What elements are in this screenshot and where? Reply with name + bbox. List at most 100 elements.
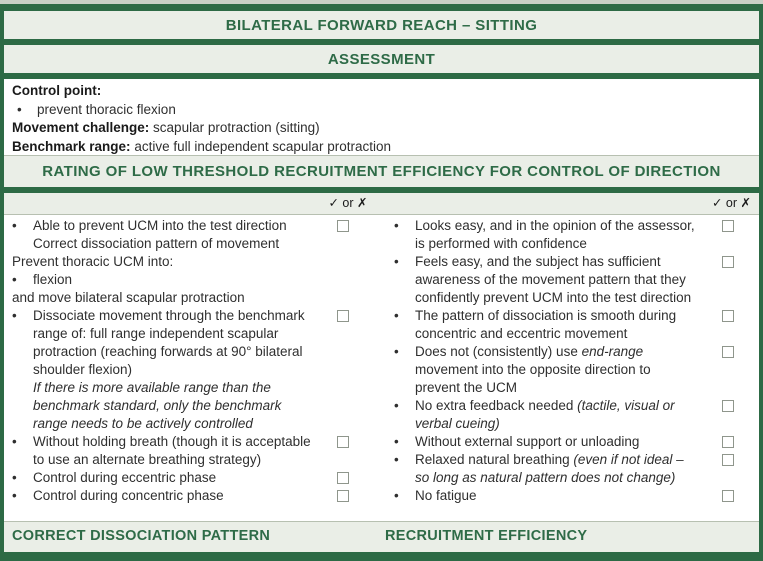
checkbox-column [314,487,372,502]
page-title: BILATERAL FORWARD REACH – SITTING [225,16,538,34]
checklist-item: •Control during concentric phase [12,487,372,505]
checkbox[interactable] [722,220,734,232]
checkbox[interactable] [722,454,734,466]
control-point-item-text: prevent thoracic flexion [37,101,176,117]
rule-line [4,214,759,215]
checklist-item: •Feels easy, and the subject has suffici… [394,253,759,307]
checklist-item-text: •Does not (consistently) use end-range m… [394,344,651,395]
checklist-item: •Without external support or unloading [394,433,759,451]
control-point-item: • prevent thoracic flexion [12,101,751,120]
checkbox[interactable] [722,400,734,412]
divider-bar [4,39,759,45]
checkbox-column [697,451,759,466]
checklist-item: •Relaxed natural breathing (even if not … [394,451,759,487]
checkbox[interactable] [337,472,349,484]
checklist-item: •Able to prevent UCM into the test direc… [12,217,372,235]
footer-band: CORRECT DISSOCIATION PATTERN RECRUITMENT… [4,522,759,552]
checkbox-column [314,217,372,232]
bullet-icon: • [12,470,17,485]
rule-line [4,155,759,156]
checkbox-column [697,397,759,412]
bullet-icon: • [394,488,399,503]
checklist-item: If there is more available range than th… [12,379,372,433]
bullet-icon: • [394,452,399,467]
checkbox-column [314,379,372,382]
bullet-icon: • [12,488,17,503]
checkbox-column [314,307,372,322]
rating-header-band: RATING OF LOW THRESHOLD RECRUITMENT EFFI… [4,156,759,187]
checklist-item: •Does not (consistently) use end-range m… [394,343,759,397]
checkbox-column [697,307,759,322]
checkbox[interactable] [722,346,734,358]
movement-challenge-value: scapular protraction (sitting) [153,120,320,135]
checkbox[interactable] [722,490,734,502]
checklist-item-text: •Relaxed natural breathing (even if not … [394,452,684,485]
checklist-item-text: If there is more available range than th… [33,380,282,431]
checklist-item-text: Prevent thoracic UCM into: [12,254,174,269]
bullet-icon: • [12,434,17,449]
form-frame: BILATERAL FORWARD REACH – SITTING ASSESS… [0,4,763,561]
checklist-item: •flexion [12,271,372,289]
bullet-icon: • [12,308,17,323]
bullet-icon: • [394,254,399,269]
checklist-item-text: •Without holding breath (though it is ac… [12,434,311,467]
checklist-item-text: •Without external support or unloading [394,434,640,449]
checkbox[interactable] [722,436,734,448]
bullet-icon: • [12,272,17,287]
movement-challenge-line: Movement challenge: scapular protraction… [12,119,751,138]
checkbox[interactable] [722,256,734,268]
control-point-label: Control point: [12,83,102,98]
checkbox[interactable] [337,220,349,232]
check-key-row: ✓ or ✗ ✓ or ✗ [4,193,759,214]
checklist-item: Prevent thoracic UCM into: [12,253,372,271]
checklist-item: •No extra feedback needed (tactile, visu… [394,397,759,433]
checklist-item: •Control during eccentric phase [12,469,372,487]
checkbox[interactable] [337,310,349,322]
checkbox[interactable] [337,490,349,502]
benchmark-range-line: Benchmark range: active full independent… [12,138,751,157]
footer-left-label: CORRECT DISSOCIATION PATTERN [12,528,271,544]
checklist-item-text: •Control during concentric phase [12,488,224,503]
checklist-item: Correct dissociation pattern of movement [12,235,372,253]
rating-header: RATING OF LOW THRESHOLD RECRUITMENT EFFI… [42,163,721,180]
checklist-item: and move bilateral scapular protraction [12,289,372,307]
checklist-left-column: •Able to prevent UCM into the test direc… [4,217,372,521]
checklist-item-text: •No extra feedback needed (tactile, visu… [394,398,675,431]
rule-line [4,521,759,522]
bullet-icon: • [394,218,399,233]
checkbox-column [697,343,759,358]
benchmark-range-value: active full independent scapular protrac… [134,138,391,154]
checklist-item-text: •flexion [12,272,73,287]
checkbox-column [314,235,372,238]
checklist-item: •Dissociate movement through the benchma… [12,307,372,379]
check-key-right: ✓ or ✗ [711,196,751,210]
checklist-right-column: •Looks easy, and in the opinion of the a… [372,217,759,521]
checklist-item-text: •No fatigue [394,488,477,503]
checklist-item-text: •Looks easy, and in the opinion of the a… [394,218,695,251]
bullet-icon: • [17,101,22,117]
checkbox-column [314,469,372,484]
checkbox-column [697,433,759,448]
checklist-item: •Without holding breath (though it is ac… [12,433,372,469]
divider-bar [4,187,759,193]
control-point-line: Control point: [12,82,751,101]
bullet-icon: • [12,218,17,233]
checkbox-column [314,289,372,292]
checkbox[interactable] [722,310,734,322]
checklist-item: •Looks easy, and in the opinion of the a… [394,217,759,253]
checklist-item-text: •The pattern of dissociation is smooth d… [394,308,677,341]
checklist-item-text: •Feels easy, and the subject has suffici… [394,254,692,305]
checkbox-column [314,253,372,256]
checkbox-column [697,253,759,268]
checkbox[interactable] [337,436,349,448]
checklist-item-text: and move bilateral scapular protraction [12,290,245,305]
divider-bar [4,73,759,79]
checklist-item-text: •Dissociate movement through the benchma… [12,308,305,377]
movement-challenge-label: Movement challenge: [12,120,150,135]
page-title-band: BILATERAL FORWARD REACH – SITTING [4,11,759,39]
checklist-item: •The pattern of dissociation is smooth d… [394,307,759,343]
checkbox-column [697,217,759,232]
checkbox-column [314,271,372,274]
checkbox-column [314,433,372,448]
